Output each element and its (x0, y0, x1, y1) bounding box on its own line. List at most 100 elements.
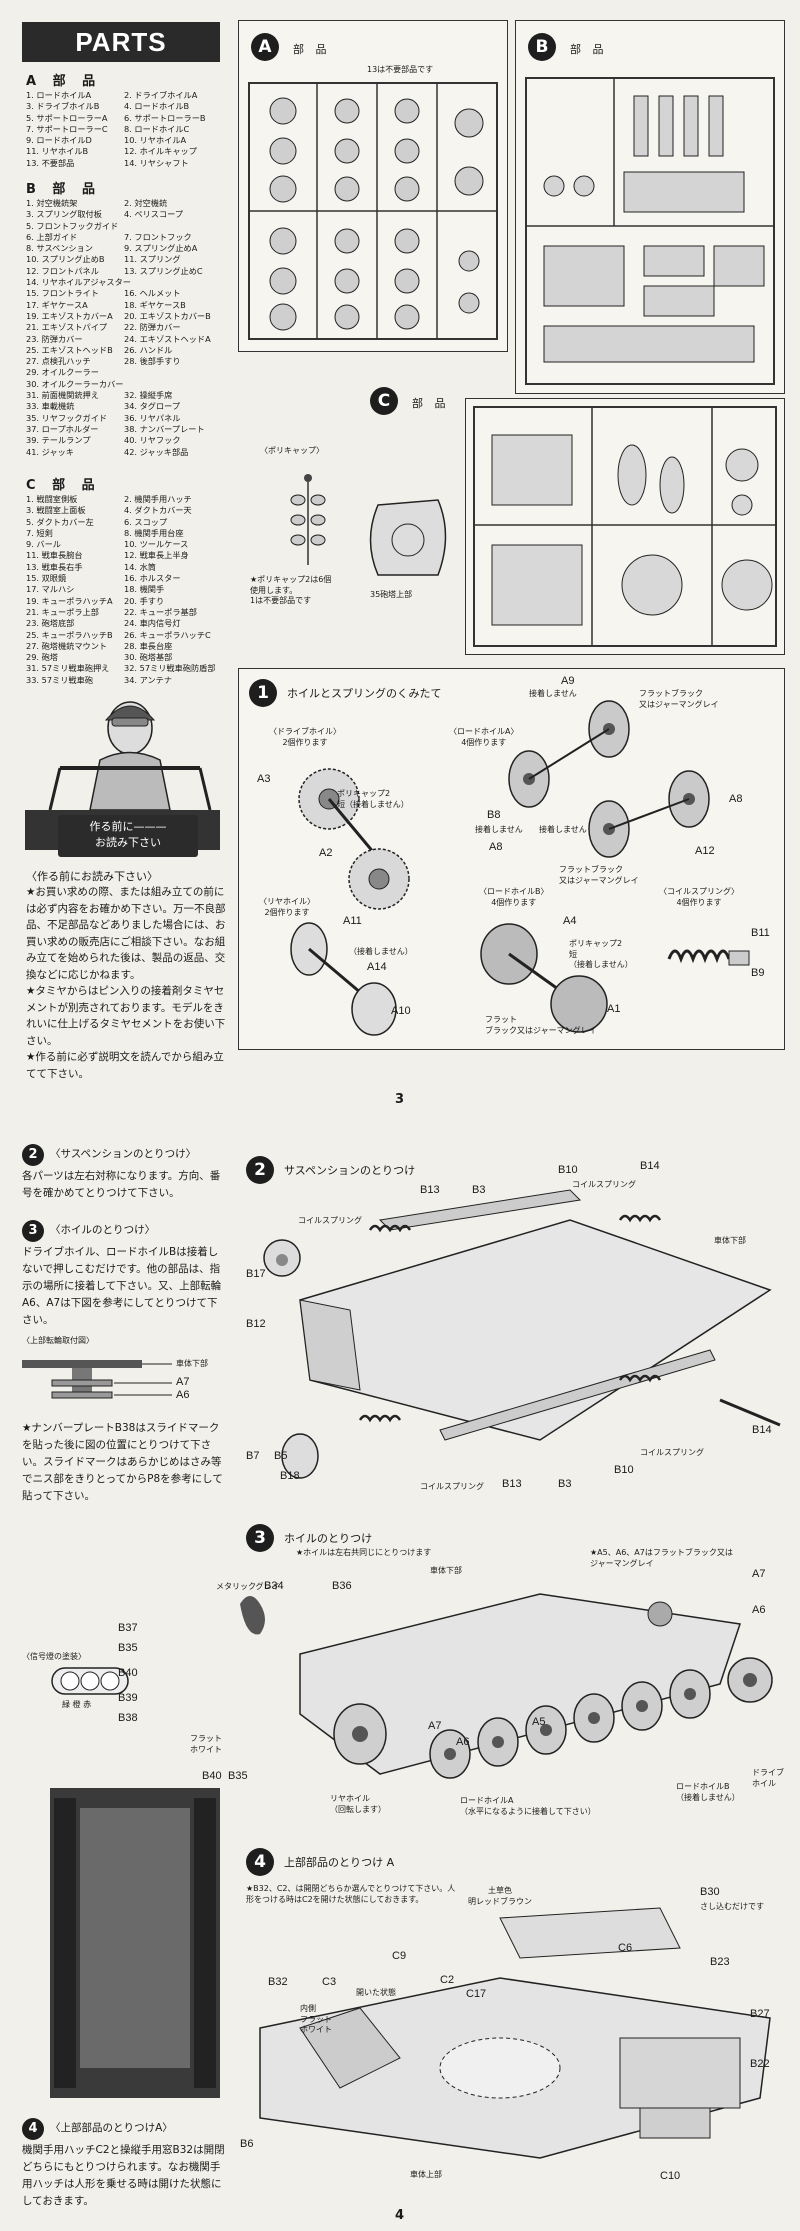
s3-label-b35: B35 (118, 1642, 138, 1654)
hull-photo (50, 1788, 220, 2098)
parts-c-item: 12. 戦車長上半身 (124, 550, 189, 561)
s4-label-b6: B6 (240, 2138, 254, 2150)
s4-label-b27: B27 (750, 2008, 770, 2020)
step4-inner: 内側 フラット ホワイト (300, 2004, 332, 2034)
parts-c-item: 7. 短剣 (26, 527, 53, 538)
parts-c-item: 17. マルハシ (26, 584, 75, 595)
rear-wheel-note: （接着しません） (349, 947, 413, 956)
turret-part (369, 499, 447, 576)
parts-b-item: 29. オイルクーラー (26, 367, 99, 378)
s3-label-b37: B37 (118, 1622, 138, 1634)
s2-hull-label: 車体下部 (714, 1236, 746, 1245)
s2-label-b5: B5 (274, 1450, 288, 1462)
parts-a-item: 7. サポートローラーC (26, 123, 108, 134)
parts-b-item: 39. テールランプ (26, 435, 91, 446)
label-a9: A9 (561, 675, 575, 687)
label-b8: B8 (487, 809, 501, 821)
runner-c-panel: C 部 品 (370, 387, 785, 655)
parts-b-item: 16. ヘルメット (124, 288, 181, 299)
step3-rear-wheel: リヤホイル （回転します） (330, 1794, 386, 1814)
step3-hull-diagram (240, 1593, 773, 1779)
s3-label-a7b: A7 (428, 1720, 442, 1732)
parts-c-item: 33. 57ミリ戦車砲 (26, 674, 93, 685)
parts-c-heading: C 部 品 (26, 478, 101, 493)
road-a-note: 接着しません (529, 689, 577, 698)
runner-a-title: 部 品 (293, 43, 331, 56)
rear-wheel-title: 〈リヤホイル〉 2個作ります (259, 897, 315, 917)
parts-b-item: 24. エキゾストヘッドA (124, 333, 211, 344)
notes-text: ★お買い求めの際、または組み立ての前には必ず内容をお確かめ下さい。万一不良部品、… (26, 886, 226, 1080)
parts-b-item: 33. 車載機銃 (26, 401, 75, 412)
parts-a-item: 6. サポートローラーB (124, 112, 206, 123)
s3-label-a6b: A6 (456, 1736, 470, 1748)
roller-hull-label: 車体下部 (176, 1359, 208, 1368)
runner-c-sprue (473, 406, 777, 647)
s2-label-b7: B7 (246, 1450, 260, 1462)
left-step2-title: 〈サスペンションのとりつけ〉 (50, 1148, 197, 1160)
roller-caption: 〈上部転輪取付図〉 (22, 1336, 94, 1345)
s3-label-a5: A5 (532, 1716, 546, 1728)
polycap-note: ★ポリキャップ2は6個 使用します。 1は不要部品です (250, 575, 332, 605)
s2-label-b13: B13 (420, 1184, 440, 1196)
s2-label-b14b: B14 (752, 1424, 772, 1436)
step4-brown: 土草色 明レッドブラウン (468, 1886, 532, 1906)
parts-c-item: 8. 機関手用台座 (124, 527, 184, 538)
parts-c-item: 13. 戦車長右手 (26, 561, 83, 572)
s2-label-b10b: B10 (614, 1464, 634, 1476)
parts-b-item: 8. サスペンション (26, 243, 93, 254)
step3-road-b: ロードホイルB （接着しません） (676, 1782, 740, 1802)
runner-a-note: 13は不要部品です (367, 65, 434, 74)
parts-c-item: 28. 車長台座 (124, 640, 173, 651)
s3-label-b36: B36 (332, 1580, 352, 1592)
s2-label-b3: B3 (472, 1184, 486, 1196)
parts-b-item: 28. 後部手すり (124, 356, 181, 367)
label-a1: A1 (607, 1003, 621, 1015)
parts-a-item: 3. ドライブホイルB (26, 101, 100, 112)
s4-label-b30: B30 (700, 1886, 720, 1898)
parts-b-item: 26. ハンドル (124, 344, 173, 355)
parts-b-item: 7. フロントフック (124, 231, 192, 242)
parts-b-item: 22. 防弾カバー (124, 322, 181, 333)
parts-a-item: 8. ロードホイルC (124, 123, 190, 134)
parts-c-item: 23. 砲塔底部 (26, 618, 75, 629)
label-a4: A4 (563, 915, 577, 927)
polycap-title: 〈ポリキャップ〉 (260, 446, 324, 455)
turret-label: 35砲塔上部 (370, 590, 413, 599)
left-step2-text: 各パーツは左右対称になります。方向、番号を確かめてとりつけて下さい。 (22, 1170, 221, 1199)
s4-b30-note: さし込むだけです (700, 1902, 764, 1911)
s2-coil-4: コイルスプリング (420, 1482, 484, 1491)
rear-wheel-assembly (290, 922, 397, 1036)
s4-label-b22: B22 (750, 2058, 770, 2070)
s4-label-b32: B32 (268, 1976, 288, 1988)
s3-label-b35b: B35 (228, 1770, 248, 1782)
road-a-title: 〈ロードホイルA〉 4個作ります (449, 727, 519, 747)
step3-flat-white: フラット ホワイト (190, 1734, 222, 1754)
parts-c-item: 16. ホルスター (124, 573, 181, 584)
parts-title: PARTS (22, 22, 220, 62)
parts-a-item: 5. サポートローラーA (26, 112, 108, 123)
parts-b-item: 17. ギヤケースA (26, 299, 88, 310)
s3-label-b39: B39 (118, 1692, 138, 1704)
step4-area: 4 上部部品のとりつけ A ★B32、C2、は開閉どちらか選んでとりつけて下さい… (240, 1848, 785, 2188)
parts-c-item: 10. ツールケース (124, 539, 189, 550)
s4-label-c10: C10 (660, 2170, 681, 2182)
step4-hull-diagram (259, 1907, 771, 2159)
parts-a-item: 10. リヤホイルA (124, 135, 187, 146)
parts-c-item: 32. 57ミリ戦車砲防盾部 (124, 663, 216, 674)
step3-title: ホイルのとりつけ (284, 1532, 373, 1545)
page-number-4: 4 (395, 2208, 405, 2223)
parts-b-item: 34. タグロープ (124, 401, 181, 412)
road-wheel-b-assembly (480, 923, 608, 1033)
parts-a-item: 1. ロードホイルA (26, 90, 92, 100)
label-a3: A3 (257, 773, 271, 785)
parts-b-item: 38. ナンバープレート (124, 423, 205, 434)
parts-b-item (124, 367, 222, 378)
parts-b-item: 2. 対空機銃 (124, 198, 168, 208)
parts-c-item: 29. 砲塔 (26, 652, 58, 663)
parts-b-item: 11. スプリング (124, 254, 181, 265)
parts-b-item: 6. 上部ガイド (26, 231, 78, 242)
road-a-color2: フラットブラック 又はジャーマングレイ (559, 865, 639, 885)
runner-c-title: 部 品 (412, 397, 450, 410)
road-wheel-a-assembly (508, 700, 710, 858)
